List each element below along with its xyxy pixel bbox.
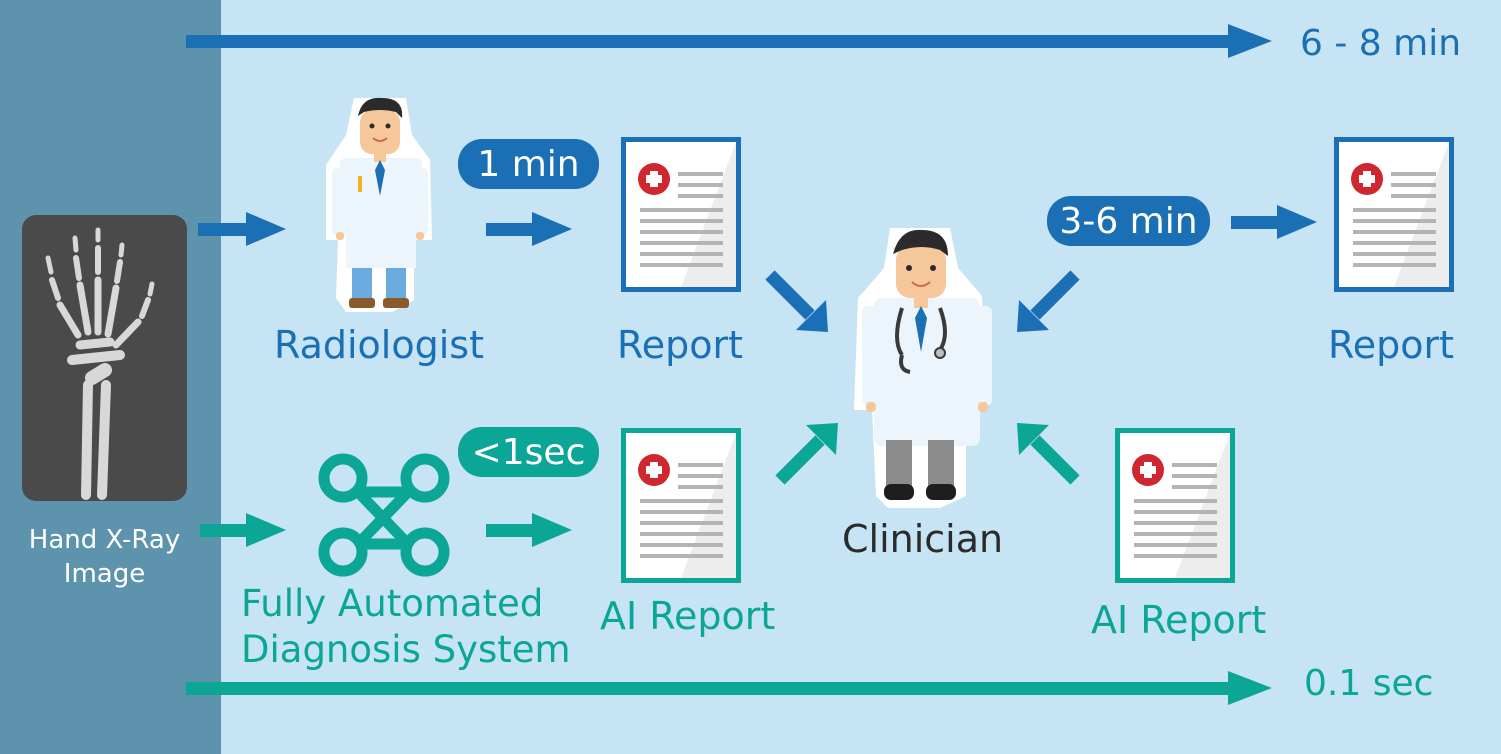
arrow-ai-report-to-clinician [775,423,838,485]
arrow-to-radiologist [198,212,286,246]
ai-system-label-line1: Fully Automated [241,582,544,625]
ai-report-icon [621,428,741,583]
clinician-icon [854,228,992,508]
final-ai-report-icon [1115,428,1235,583]
human-timeline-arrow [186,24,1272,58]
clinician-time-badge: 3-6 min [1047,196,1210,246]
final-report-label: Report [1328,323,1454,367]
input-label-line2: Image [63,559,146,589]
human-total-time: 6 - 8 min [1300,23,1462,64]
arrow-to-ai-system [200,513,286,547]
radiologist-report-icon [621,137,741,292]
ai-total-time: 0.1 sec [1304,663,1434,704]
hand-xray-icon [22,215,187,501]
final-report-icon [1334,137,1454,292]
report-label: Report [617,323,743,367]
ai-timeline-arrow [186,671,1272,705]
ai-system-time-badge: <1sec [458,427,599,477]
input-label-line1: Hand X-Ray [28,525,181,555]
arrow-clinician-to-report [1231,205,1317,239]
ai-system-label-line2: Diagnosis System [241,628,571,671]
arrow-ai-system-to-report [486,513,572,547]
arrow-clinician-from-ai-right [1017,423,1080,485]
radiologist-icon [326,97,432,312]
arrow-clinician-from-right [1017,270,1080,332]
arrow-report-to-clinician [765,270,828,332]
radiologist-label: Radiologist [274,323,484,367]
arrow-radiologist-to-report [486,212,572,246]
ai-report-label: AI Report [600,594,776,638]
clinician-label: Clinician [842,517,1004,561]
ai-network-icon [318,453,450,577]
final-ai-report-label: AI Report [1091,598,1267,642]
radiologist-time-badge: 1 min [458,139,599,189]
